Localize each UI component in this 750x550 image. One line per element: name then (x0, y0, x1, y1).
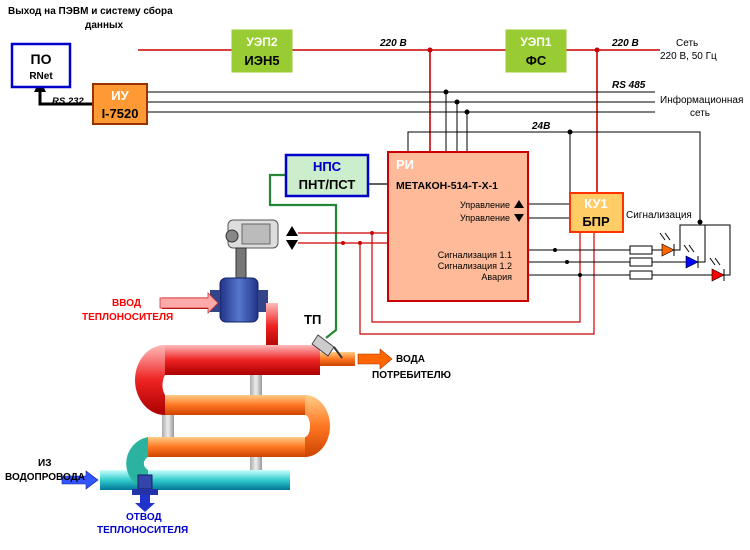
inlet-label-1: ВВОД (112, 298, 141, 309)
ri-ku1-lines (528, 203, 570, 219)
tp-label: ТП (304, 312, 321, 327)
cold-water-arrow (61, 470, 99, 490)
junction-dot (464, 109, 470, 115)
junction-dot (594, 47, 600, 53)
rs485-lines (148, 91, 655, 152)
ri-control-down: Управление (460, 213, 510, 223)
uep2-box (231, 29, 293, 73)
po-subtitle: RNet (29, 71, 53, 82)
ku1-title: КУ1 (584, 196, 608, 211)
resistor (629, 257, 653, 267)
junction-dot (565, 260, 569, 264)
ri-model: МЕТАКОН-514-Т-Х-1 (396, 180, 498, 192)
water-label-1: ВОДА (396, 354, 425, 365)
uep1-title: УЭП1 (520, 35, 551, 49)
rs232-line (38, 88, 100, 106)
valve-actuator (225, 219, 279, 279)
po-box (10, 42, 72, 89)
ri-signal-1: Сигнализация 1.1 (438, 250, 512, 260)
resistor (629, 270, 653, 280)
network-label-1: Сеть (676, 38, 698, 49)
iu-title: ИУ (111, 88, 129, 103)
junction-dot (697, 219, 703, 225)
uep2-subtitle: ИЭН5 (244, 53, 279, 68)
ku1-subtitle: БПР (582, 214, 610, 229)
triangle-down-icon (514, 214, 524, 222)
junction-dot (370, 231, 374, 235)
outlet-label-2: ТЕПЛОНОСИТЕЛЯ (97, 525, 188, 536)
junction-dot (567, 129, 573, 135)
junction-dot (454, 99, 460, 105)
iu-box (92, 83, 148, 125)
from-water-label-2: ВОДОПРОВОДА (5, 472, 85, 483)
heat-exchanger (100, 345, 330, 490)
info-net-label-1: Информационная (660, 94, 743, 106)
voltage-label-b: 220 В (611, 38, 639, 49)
po-title: ПО (31, 51, 52, 67)
triangle-up-icon (286, 226, 298, 236)
ri-box (387, 151, 529, 302)
inlet-label-2: ТЕПЛОНОСИТЕЛЯ (82, 312, 173, 323)
rs485-label: RS 485 (612, 80, 646, 91)
junction-dot (427, 47, 433, 53)
inlet-arrow (159, 292, 219, 314)
from-water-label-1: ИЗ (38, 458, 51, 469)
nps-title: НПС (313, 159, 342, 174)
outlet-label-1: ОТВОД (126, 512, 162, 523)
header-line-2: данных (85, 20, 124, 31)
nps-box (284, 153, 370, 198)
junction-dot (578, 273, 582, 277)
junction-dot (553, 248, 557, 252)
resistor (629, 245, 653, 255)
uep2-title: УЭП2 (246, 35, 277, 49)
water-label-2: ПОТРЕБИТЕЛЮ (372, 370, 451, 381)
nps-subtitle: ПНТ/ПСТ (299, 177, 356, 192)
junction-dot (443, 89, 449, 95)
ri-title: РИ (396, 157, 414, 172)
network-label-2: 220 В, 50 Гц (660, 51, 717, 62)
lamp-red-icon (709, 257, 725, 282)
ri-control-up: Управление (460, 200, 510, 210)
triangle-down-icon (286, 240, 298, 250)
outlet-flange (132, 474, 158, 512)
junction-dot (341, 241, 345, 245)
info-net-label-2: сеть (690, 108, 710, 119)
junction-dot (358, 241, 362, 245)
rs232-label: RS 232 (52, 96, 84, 107)
v24-line (407, 131, 701, 222)
v24-label: 24В (531, 121, 550, 132)
uep1-box (505, 29, 567, 73)
hot-water-arrow (357, 348, 393, 370)
triangle-up-icon (514, 200, 524, 208)
pipe-vertical (266, 303, 278, 349)
sensor-cable (268, 173, 338, 339)
uep1-subtitle: ФС (526, 53, 547, 68)
signal-lines (528, 224, 731, 276)
ku1-box (569, 192, 624, 233)
power-line (138, 49, 660, 193)
voltage-label-a: 220 В (379, 38, 407, 49)
temperature-sensor (311, 334, 343, 359)
signaling-label: Сигнализация (626, 210, 692, 221)
iu-subtitle: I-7520 (102, 106, 139, 121)
ri-alarm: Авария (481, 272, 512, 282)
lamp-blue-icon (683, 244, 699, 269)
lamp-orange-icon (659, 232, 675, 257)
header-line-1: Выход на ПЭВМ и систему сбора (8, 5, 173, 17)
ri-signal-2: Сигнализация 1.2 (438, 261, 512, 271)
